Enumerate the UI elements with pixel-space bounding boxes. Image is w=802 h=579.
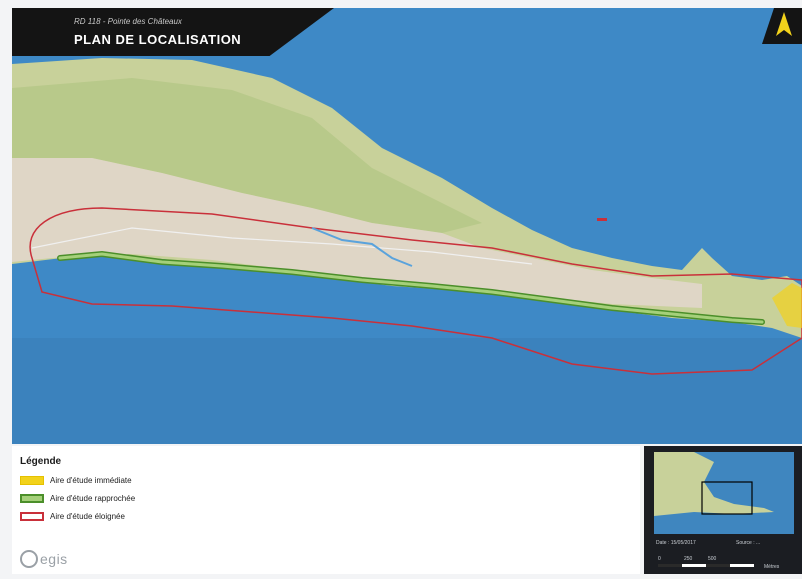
legend-panel: Légende Aire d'étude immédiate Aire d'ét… [12, 446, 640, 574]
scale-segment [706, 564, 730, 567]
brand: egis [20, 550, 68, 568]
inset-panel: Date : 15/05/2017 Source : ... 0 250 500… [644, 446, 802, 574]
legend-item-immediate: Aire d'étude immédiate [20, 474, 132, 486]
north-arrow-icon [776, 12, 792, 36]
boat-marker [597, 218, 607, 221]
legend-swatch-far [20, 511, 44, 521]
scale-bar [658, 564, 754, 567]
legend-item-far: Aire d'étude éloignée [20, 510, 125, 522]
scale-label-500: 500 [708, 556, 717, 562]
inset-extent-frame [701, 481, 753, 515]
immediate-study-zone [772, 283, 802, 328]
legend-swatch-close [20, 493, 44, 503]
scale-label-250: 250 [684, 556, 693, 562]
map-title: PLAN DE LOCALISATION [74, 32, 242, 47]
legend-label-immediate: Aire d'étude immédiate [50, 475, 132, 485]
inset-map[interactable] [654, 452, 794, 534]
legend-label-close: Aire d'étude rapprochée [50, 493, 136, 503]
river [311, 227, 413, 267]
scale-label-unit: Mètres [764, 564, 780, 570]
map-subtitle: RD 118 - Pointe des Châteaux [74, 17, 182, 26]
far-study-zone [29, 207, 802, 375]
legend-title: Légende [20, 456, 62, 467]
inset-date: Date : 15/05/2017 [656, 540, 696, 546]
inset-source: Source : ... [736, 540, 761, 546]
inset-land [654, 452, 774, 516]
close-study-zone-inner [58, 252, 764, 324]
egis-logo-icon [20, 550, 38, 568]
scale-segment [658, 564, 682, 567]
map-canvas [12, 8, 802, 444]
road [31, 227, 533, 265]
title-banner: RD 118 - Pointe des Châteaux PLAN DE LOC… [12, 8, 334, 56]
legend-swatch-immediate [20, 475, 44, 485]
sea-deep [12, 338, 802, 444]
inset-map-canvas [654, 452, 774, 516]
map-view[interactable] [12, 8, 802, 444]
brand-name: egis [40, 551, 68, 567]
scale-label-0: 0 [658, 556, 661, 562]
legend-label-far: Aire d'étude éloignée [50, 511, 125, 521]
vegetation-zone [12, 78, 482, 233]
legend-item-close: Aire d'étude rapprochée [20, 492, 135, 504]
